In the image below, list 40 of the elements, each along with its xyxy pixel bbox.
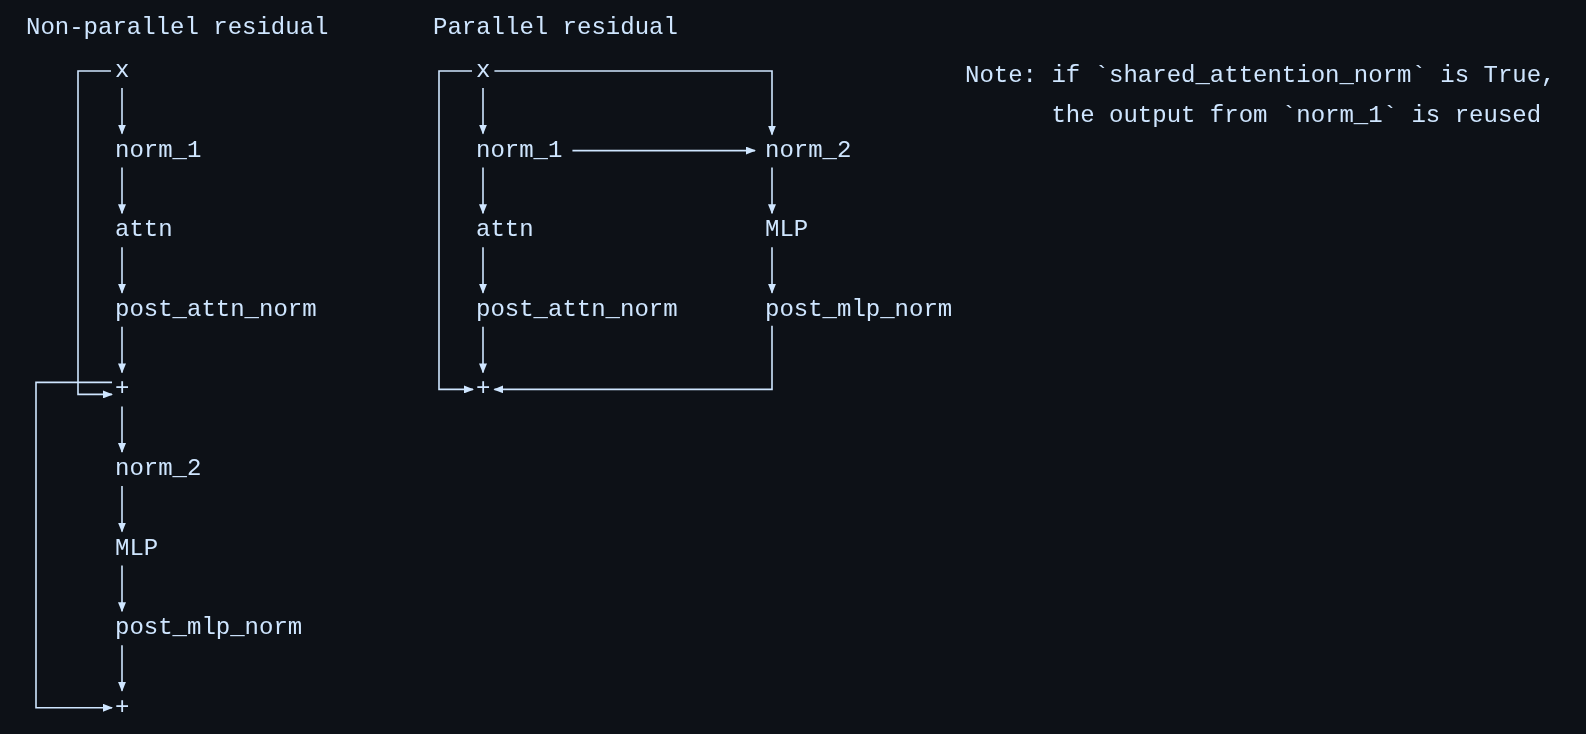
step-label: MLP — [115, 534, 159, 563]
arrow — [768, 166, 776, 215]
step-label: MLP — [765, 216, 809, 245]
arrow — [118, 87, 126, 135]
arrow — [479, 87, 487, 135]
arrow — [768, 246, 776, 294]
step-label: norm_1 — [115, 136, 202, 165]
arrow — [118, 564, 126, 613]
arrow — [118, 405, 126, 453]
step-label: attn — [115, 216, 173, 245]
arrow — [77, 70, 113, 399]
step-label: post_attn_norm — [115, 295, 317, 324]
section-heading: Non-parallel residual — [26, 14, 329, 42]
step-label: attn — [476, 216, 534, 245]
arrow — [479, 246, 487, 294]
arrow — [438, 70, 474, 394]
step-label: x — [115, 57, 130, 85]
step-label: + — [476, 375, 491, 404]
arrow — [493, 70, 776, 136]
arrow — [118, 166, 126, 215]
step-label: + — [115, 375, 130, 404]
note-text: Note: if `shared_attention_norm` is True, the output from `norm_1` is reused — [965, 61, 1557, 131]
arrow — [479, 166, 487, 215]
step-label: + — [115, 693, 130, 722]
arrow — [118, 246, 126, 294]
step-label: norm_1 — [476, 136, 563, 165]
arrow — [118, 326, 126, 374]
arrow — [118, 644, 126, 692]
step-label: norm_2 — [115, 455, 202, 483]
arrow — [571, 146, 756, 155]
step-label: norm_2 — [765, 136, 852, 165]
arrow — [118, 485, 126, 533]
step-label: post_mlp_norm — [765, 295, 953, 324]
arrow — [493, 325, 773, 394]
step-label: x — [476, 57, 491, 85]
section-heading: Parallel residual — [433, 14, 678, 42]
arrow — [35, 381, 113, 712]
step-label: post_attn_norm — [476, 295, 678, 324]
step-label: post_mlp_norm — [115, 614, 303, 643]
arrow — [479, 326, 487, 374]
